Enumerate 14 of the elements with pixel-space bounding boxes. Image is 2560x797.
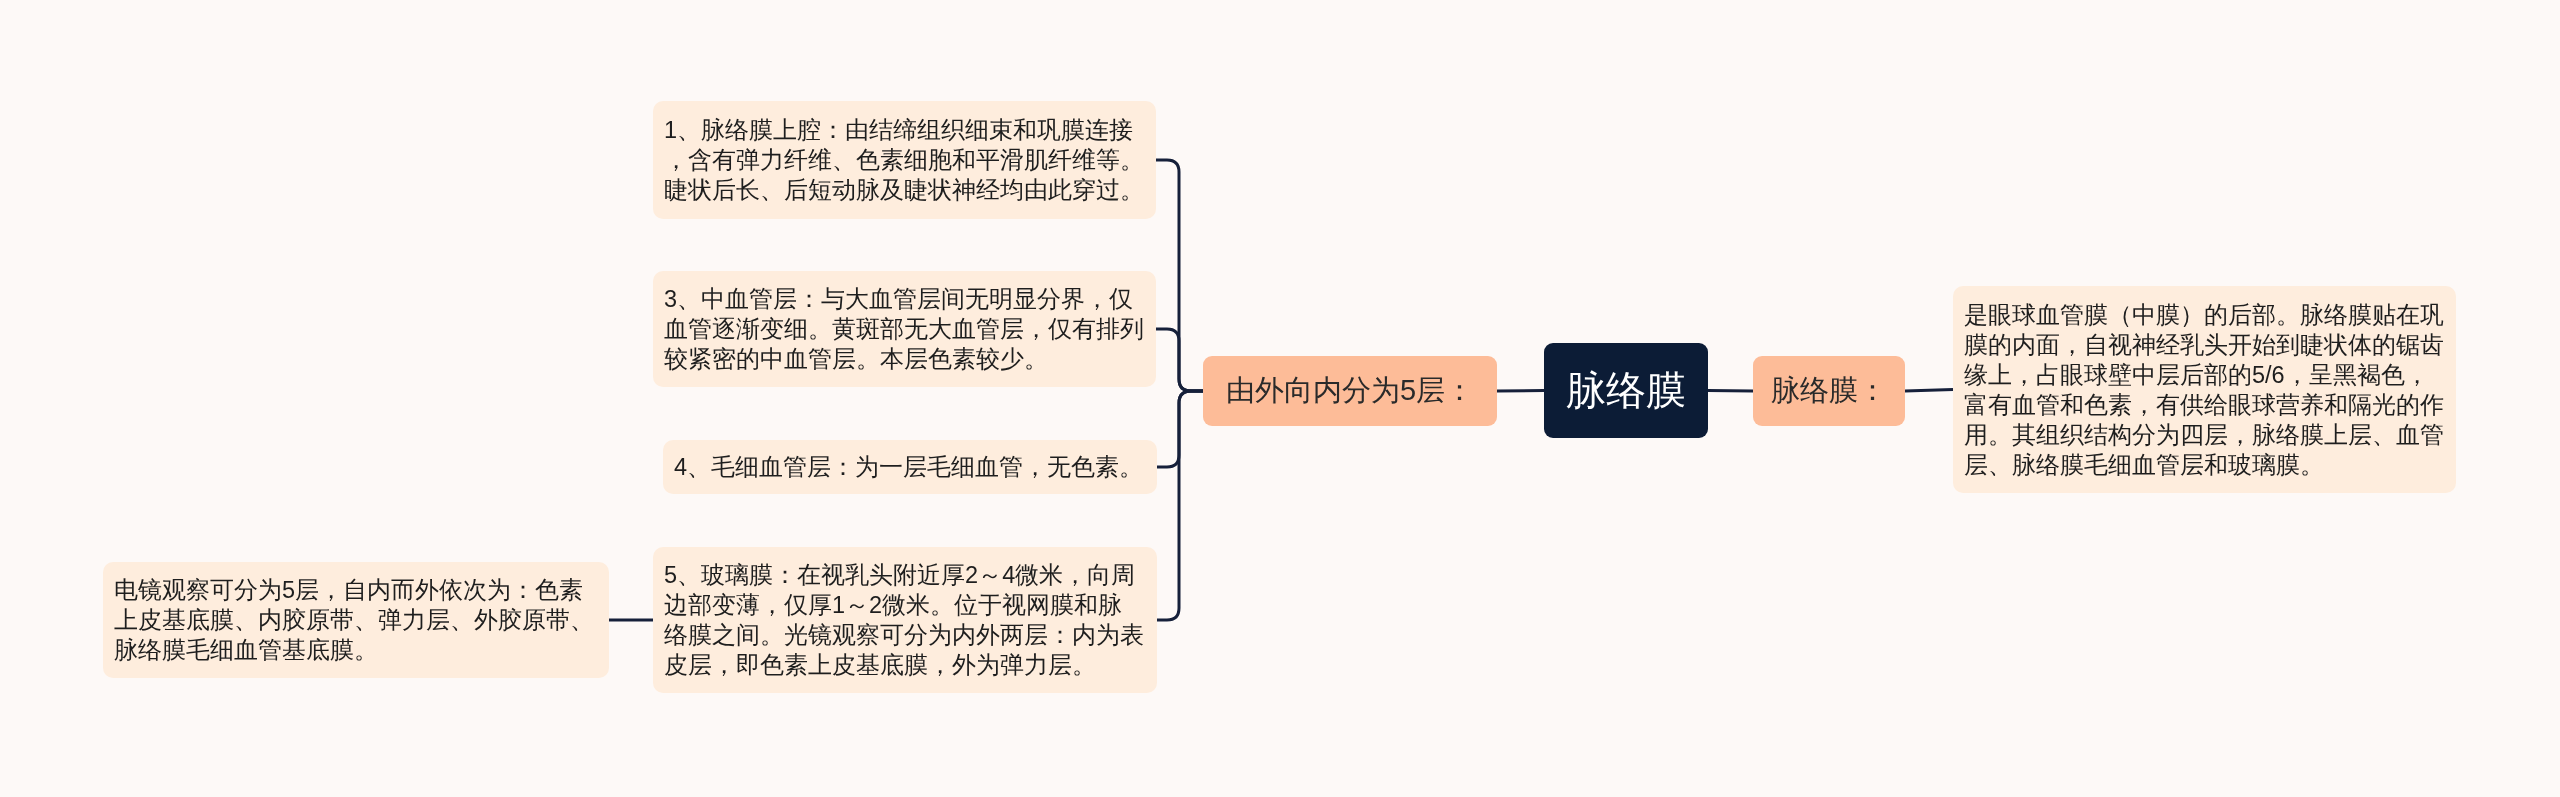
connector-line bbox=[1157, 389, 1203, 622]
text-box: 是眼球血管膜（中膜）的后部。脉络膜贴在巩膜的内面，自视神经乳头开始到睫状体的锯齿缘上，占眼球壁中层后部的5/6，呈黑褐色，富有血管和色素，有供给眼球营养和隔光的作用。其组织结构分为四层，脉络膜上层、血管层、脉络膜毛细血管层和玻璃膜。 bbox=[1953, 286, 2456, 493]
branch-topic-box: 由外向内分为5层： bbox=[1203, 356, 1497, 426]
connector-line bbox=[1708, 389, 1753, 393]
connector-line bbox=[609, 618, 653, 622]
branch-topic-box: 脉络膜： bbox=[1753, 356, 1905, 426]
central-topic-box: 脉络膜 bbox=[1544, 343, 1708, 438]
connector-line bbox=[1497, 389, 1544, 393]
text-box: 3、中血管层：与大血管层间无明显分界，仅血管逐渐变细。黄斑部无大血管层，仅有排列较紧密的中血管层。本层色素较少。 bbox=[653, 271, 1156, 387]
text-box: 5、玻璃膜：在视乳头附近厚2～4微米，向周边部变薄，仅厚1～2微米。位于视网膜和脉络膜之间。光镜观察可分为内外两层：内为表皮层，即色素上皮基底膜，外为弹力层。 bbox=[653, 547, 1157, 693]
text-box: 1、脉络膜上腔：由结缔组织细束和巩膜连接，含有弹力纤维、色素细胞和平滑肌纤维等。睫状后长、后短动脉及睫状神经均由此穿过。 bbox=[653, 101, 1156, 219]
connector-line bbox=[1904, 388, 1954, 393]
text-box: 电镜观察可分为5层，自内而外依次为：色素上皮基底膜、内胶原带、弹力层、外胶原带、脉络膜毛细血管基底膜。 bbox=[103, 562, 609, 678]
text-box: 4、毛细血管层：为一层毛细血管，无色素。 bbox=[663, 440, 1157, 494]
